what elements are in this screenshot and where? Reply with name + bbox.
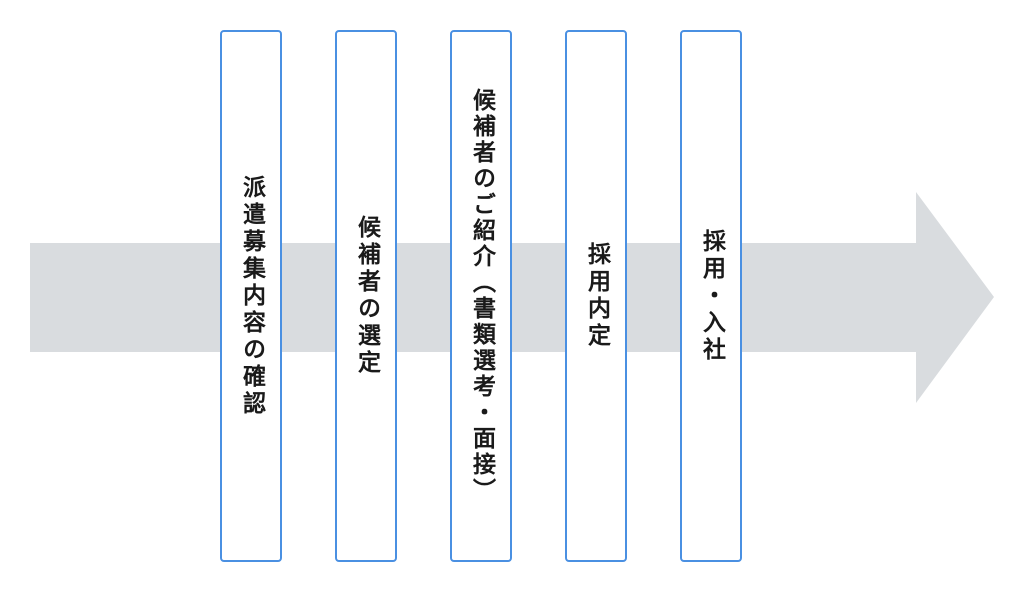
flow-arrow-shape bbox=[30, 192, 994, 403]
step-4-box: 採用内定 bbox=[565, 30, 627, 562]
step-5-box: 採用・入社 bbox=[680, 30, 742, 562]
step-3-label: 候補者のご紹介（書類選考・面接） bbox=[468, 88, 495, 504]
step-1-box: 派遣募集内容の確認 bbox=[220, 30, 282, 562]
step-3-box: 候補者のご紹介（書類選考・面接） bbox=[450, 30, 512, 562]
step-2-label: 候補者の選定 bbox=[353, 215, 380, 377]
step-4-label: 採用内定 bbox=[583, 242, 610, 350]
step-5-label: 採用・入社 bbox=[698, 228, 725, 364]
step-1-label: 派遣募集内容の確認 bbox=[238, 174, 265, 418]
step-2-box: 候補者の選定 bbox=[335, 30, 397, 562]
